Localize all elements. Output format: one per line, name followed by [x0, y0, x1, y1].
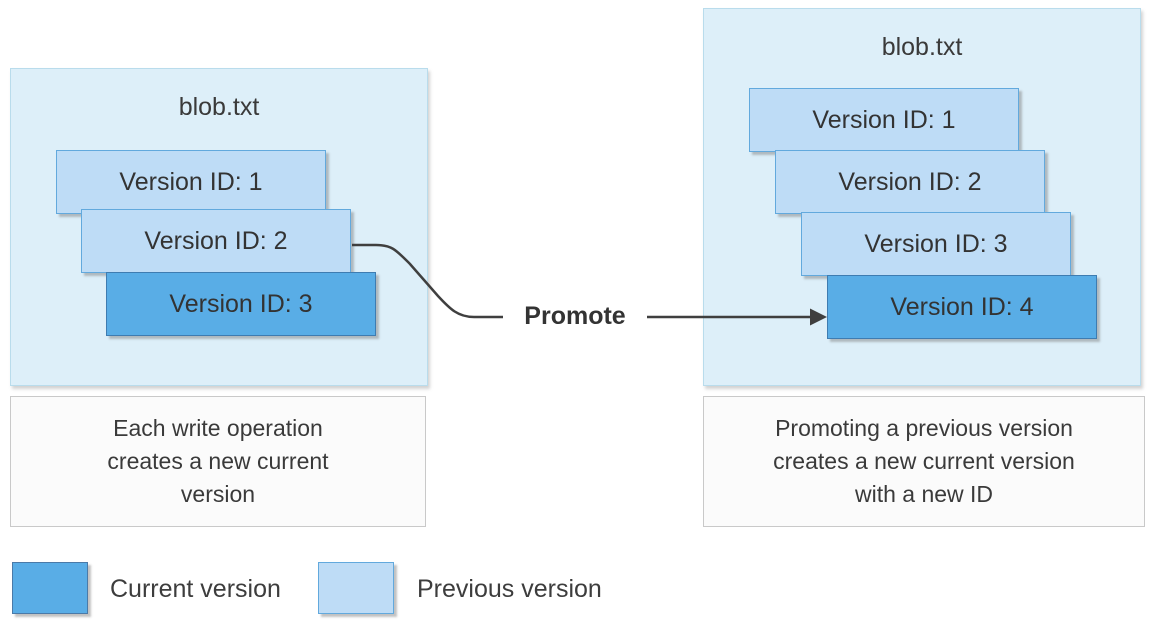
legend-label-previous-version: Previous version	[417, 574, 602, 603]
caption-write-operation: Each write operation creates a new curre…	[10, 396, 426, 527]
version-card-previous: Version ID: 1	[56, 150, 326, 214]
version-card-previous-promoted-source: Version ID: 2	[81, 209, 351, 273]
caption-line: with a new ID	[854, 481, 994, 507]
legend-swatch-current-version	[12, 562, 88, 614]
version-card-current: Version ID: 3	[106, 272, 376, 336]
version-card-current-promoted-target: Version ID: 4	[827, 275, 1097, 339]
caption-line: Each write operation	[113, 415, 323, 441]
blob-filename: blob.txt	[881, 33, 963, 61]
version-card-previous: Version ID: 2	[775, 150, 1045, 214]
caption-line: creates a new current version	[773, 448, 1075, 474]
promote-label: Promote	[524, 302, 626, 330]
legend-swatch-previous-version	[318, 562, 394, 614]
caption-line: Promoting a previous version	[775, 415, 1073, 441]
legend-label-current-version: Current version	[110, 574, 281, 603]
caption-line: creates a new current	[107, 448, 329, 474]
caption-promote-version: Promoting a previous version creates a n…	[703, 396, 1145, 527]
version-card-previous: Version ID: 1	[749, 88, 1019, 152]
blob-panel-before: blob.txt Version ID: 1 Version ID: 2 Ver…	[10, 68, 428, 386]
blob-panel-after: blob.txt Version ID: 1 Version ID: 2 Ver…	[703, 8, 1141, 386]
caption-line: version	[180, 481, 256, 507]
blob-filename: blob.txt	[178, 93, 260, 121]
version-card-previous: Version ID: 3	[801, 212, 1071, 276]
